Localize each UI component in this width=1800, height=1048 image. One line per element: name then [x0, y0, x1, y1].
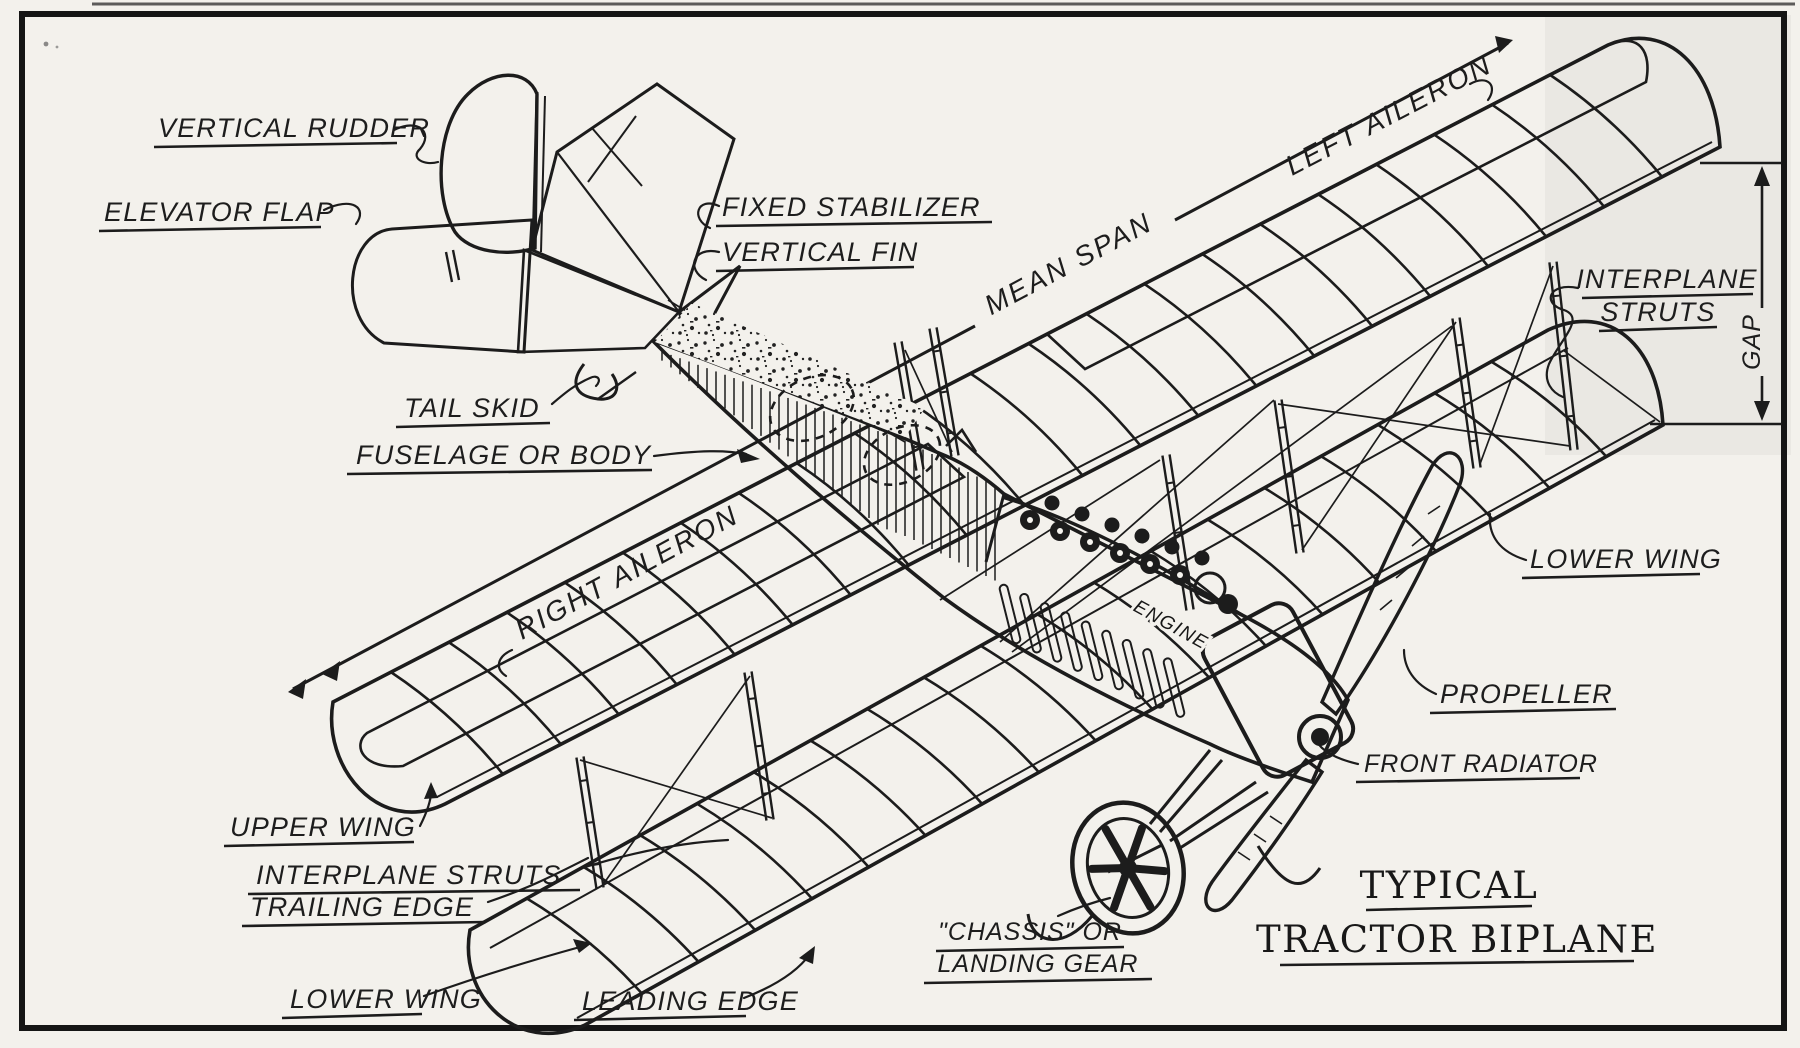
- engine-cylinders: [1020, 495, 1210, 585]
- label-lower-wing-right: LOWER WING: [1530, 544, 1722, 574]
- figure-title-line1: TYPICAL: [1360, 864, 1539, 907]
- label-fixed-stabilizer: FIXED STABILIZER: [722, 192, 981, 222]
- label-chassis-line1: "CHASSIS" OR: [938, 918, 1122, 946]
- propeller-drawing: [1204, 451, 1465, 913]
- wheel: [1070, 800, 1186, 936]
- left-aileron-surface: [1044, 39, 1649, 371]
- propeller-blade-upper: [1319, 451, 1465, 717]
- propeller-hub: [1297, 714, 1343, 760]
- airplane-drawing: [288, 36, 1782, 1036]
- turtledeck-stipple: [655, 303, 925, 437]
- label-vertical-fin: VERTICAL FIN: [722, 237, 918, 267]
- paper-speck: [43, 41, 49, 47]
- label-interplane-struts-right-line1: INTERPLANE: [1576, 264, 1758, 294]
- bracing-wires: [579, 265, 1661, 887]
- interplane-struts-drawing: [575, 261, 1579, 889]
- label-vertical-rudder: VERTICAL RUDDER: [158, 113, 430, 143]
- right-aileron-surface: [359, 442, 967, 768]
- frame-border: [19, 11, 1787, 1031]
- gap-dimension: [1650, 161, 1782, 426]
- scan-shadow: [1545, 15, 1791, 455]
- label-trailing-edge: TRAILING EDGE: [250, 892, 474, 922]
- cockpit-opening-front: [862, 423, 942, 487]
- label-upper-wing: UPPER WING: [230, 812, 416, 842]
- stabilizer-center: [516, 248, 682, 354]
- label-interplane-struts-right-line2: STRUTS: [1600, 297, 1715, 327]
- label-leading-edge: LEADING EDGE: [582, 986, 799, 1016]
- cowl-louvres: [998, 583, 1186, 718]
- windshield: [945, 427, 978, 453]
- cockpit-opening-rear: [768, 373, 856, 443]
- figure-title-line2: TRACTOR BIPLANE: [1256, 918, 1658, 961]
- label-tail-skid: TAIL SKID: [404, 393, 540, 423]
- paper-speck: [55, 45, 59, 49]
- label-gap: GAP: [1738, 314, 1766, 370]
- label-fuselage: FUSELAGE OR BODY: [356, 440, 652, 470]
- rudder-surface: [439, 73, 539, 254]
- landing-gear-drawing: [1026, 749, 1322, 941]
- label-chassis-line2: LANDING GEAR: [938, 950, 1139, 978]
- label-interplane-struts-bottom: INTERPLANE STRUTS: [256, 860, 561, 890]
- propeller-blade-lower: [1204, 757, 1325, 913]
- label-propeller: PROPELLER: [1440, 679, 1613, 709]
- upper-wing: [329, 36, 1722, 814]
- label-lower-wing: LOWER WING: [290, 984, 482, 1014]
- label-front-radiator: FRONT RADIATOR: [1364, 750, 1598, 778]
- label-elevator-flap: ELEVATOR FLAP: [104, 197, 335, 227]
- elevator-flap-surface: [351, 218, 534, 354]
